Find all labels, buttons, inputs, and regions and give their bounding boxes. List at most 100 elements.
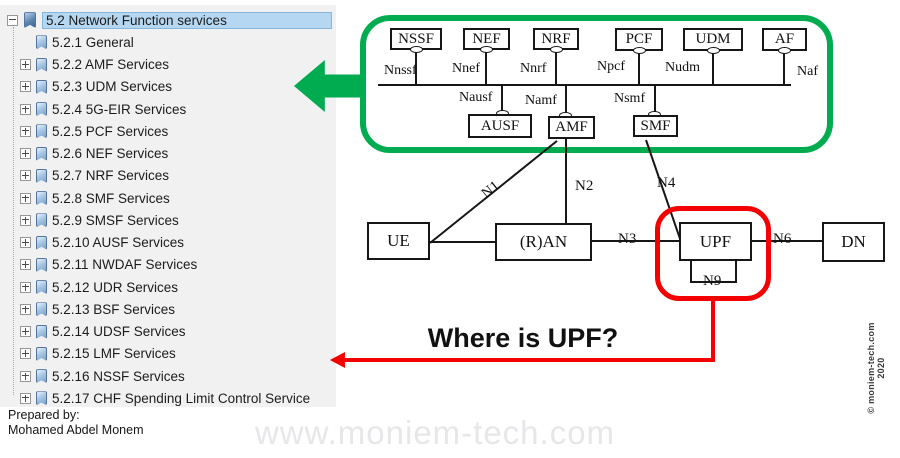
nrf-port-ellipse xyxy=(550,46,563,53)
tree-item[interactable]: 5.2.6 NEF Services xyxy=(0,143,336,165)
nssf-port-ellipse xyxy=(410,46,423,53)
tree-guide-line xyxy=(13,27,14,395)
bookmark-icon xyxy=(36,235,47,250)
expand-icon[interactable] xyxy=(20,326,31,338)
udm-port-ellipse xyxy=(707,47,720,54)
tree-item[interactable]: 5.2.5 PCF Services xyxy=(0,120,336,142)
ran-box: (R)AN xyxy=(495,223,592,261)
n9-label: N9 xyxy=(703,273,722,289)
n3-label: N3 xyxy=(618,231,637,247)
tree-item-label: 5.2.3 UDM Services xyxy=(52,79,173,95)
expand-icon[interactable] xyxy=(20,214,31,226)
pcf-connector-line xyxy=(638,51,640,84)
expand-icon[interactable] xyxy=(20,148,31,160)
expand-icon[interactable] xyxy=(20,103,31,115)
naf-label: Naf xyxy=(797,64,818,79)
bookmark-icon xyxy=(24,12,36,29)
bookmark-icon xyxy=(36,213,47,228)
red-callout-vertical-line xyxy=(711,300,715,360)
tree-item[interactable]: 5.2.2 AMF Services xyxy=(0,54,336,76)
tree-item-label: 5.2.5 PCF Services xyxy=(52,123,169,139)
expand-icon[interactable] xyxy=(20,59,31,71)
npcf-label: Npcf xyxy=(597,59,625,74)
ue-box: UE xyxy=(367,222,430,260)
question-text: Where is UPF? xyxy=(427,323,619,353)
af-port-ellipse xyxy=(778,47,791,54)
expand-icon[interactable] xyxy=(20,392,31,404)
tree-item-label: 5.2.2 AMF Services xyxy=(52,57,170,73)
n4-label: N4 xyxy=(657,175,676,191)
bookmark-icon xyxy=(36,369,47,384)
expand-icon[interactable] xyxy=(20,81,31,93)
expand-icon[interactable] xyxy=(20,370,31,382)
tree-item[interactable]: 5.2.7 NRF Services xyxy=(0,165,336,187)
af-connector-line xyxy=(783,51,785,84)
n9-loop-line xyxy=(690,261,737,283)
n2-link-line xyxy=(565,139,567,223)
tree-item[interactable]: 5.2.14 UDSF Services xyxy=(0,321,336,343)
tree-item[interactable]: 5.2.16 NSSF Services xyxy=(0,365,336,387)
upf-box: UPF xyxy=(679,222,752,261)
tree-item-label: 5.2.17 CHF Spending Limit Control Servic… xyxy=(52,390,311,406)
ausf-connector-line xyxy=(501,85,503,113)
tree-item[interactable]: 5.2.3 UDM Services xyxy=(0,76,336,98)
tree-item-label: 5.2.12 UDR Services xyxy=(52,279,179,295)
tree-item-label: 5.2.14 UDSF Services xyxy=(52,324,186,340)
bookmarks-panel: 5.2 Network Function services 5.2.1 Gene… xyxy=(0,5,336,407)
ue-ran-link-line xyxy=(430,241,495,243)
bookmark-icon xyxy=(36,124,47,139)
amf-box: AMF xyxy=(548,116,595,139)
pcf-port-ellipse xyxy=(633,47,646,54)
nrf-connector-line xyxy=(555,50,557,84)
tree-item-label: 5.2.7 NRF Services xyxy=(52,168,170,184)
expand-icon[interactable] xyxy=(20,125,31,137)
prepared-by-block: Prepared by: Mohamed Abdel Monem xyxy=(8,408,144,438)
tree-item[interactable]: 5.2.11 NWDAF Services xyxy=(0,254,336,276)
tree-item[interactable]: 5.2.15 LMF Services xyxy=(0,343,336,365)
prepared-by-label: Prepared by: xyxy=(8,408,80,422)
n3-link-line xyxy=(592,240,679,242)
watermark-text: www.moniem-tech.com xyxy=(254,414,616,451)
expand-icon[interactable] xyxy=(20,170,31,182)
bookmark-icon xyxy=(36,79,47,94)
tree-item[interactable]: 5.2.1 General xyxy=(0,31,336,53)
nudm-label: Nudm xyxy=(665,60,700,75)
expand-icon[interactable] xyxy=(20,259,31,271)
expand-icon[interactable] xyxy=(20,237,31,249)
tree-item-label-selected[interactable]: 5.2 Network Function services xyxy=(42,11,332,29)
bookmark-icon xyxy=(36,324,47,339)
expand-icon[interactable] xyxy=(20,281,31,293)
expand-icon[interactable] xyxy=(20,348,31,360)
copyright-vertical-text: © moniem-tech.com 2020 xyxy=(866,322,886,414)
nef-connector-line xyxy=(485,50,487,84)
tree-item[interactable]: 5.2.9 SMSF Services xyxy=(0,209,336,231)
tree-item-root[interactable]: 5.2 Network Function services xyxy=(0,9,336,31)
tree-item-label: 5.2.11 NWDAF Services xyxy=(52,257,198,273)
tree-item[interactable]: 5.2.13 BSF Services xyxy=(0,298,336,320)
nssf-box: NSSF xyxy=(390,28,442,50)
tree-item-label: 5.2.8 SMF Services xyxy=(52,190,170,206)
smf-connector-line xyxy=(654,85,656,113)
tree-item[interactable]: 5.2.10 AUSF Services xyxy=(0,232,336,254)
collapse-icon[interactable] xyxy=(7,14,18,26)
nssf-connector-line xyxy=(415,50,417,84)
tree-item-label: 5.2.6 NEF Services xyxy=(52,146,169,162)
tree-item[interactable]: 5.2.12 UDR Services xyxy=(0,276,336,298)
tree-item-label: 5.2.10 AUSF Services xyxy=(52,235,185,251)
nsmf-label: Nsmf xyxy=(614,91,646,106)
tree-item-label: 5.2.4 5G-EIR Services xyxy=(52,101,187,117)
tree-item[interactable]: 5.2.8 SMF Services xyxy=(0,187,336,209)
nef-box: NEF xyxy=(463,28,510,50)
nef-port-ellipse xyxy=(480,46,493,53)
tree-item[interactable]: 5.2.17 CHF Spending Limit Control Servic… xyxy=(0,387,336,409)
tree-item-label: 5.2.15 LMF Services xyxy=(52,346,176,362)
ausf-box: AUSF xyxy=(468,114,532,138)
n6-link-line xyxy=(752,240,822,242)
smf-box: SMF xyxy=(633,115,678,137)
tree-item[interactable]: 5.2.4 5G-EIR Services xyxy=(0,98,336,120)
expand-icon[interactable] xyxy=(20,192,31,204)
bookmark-icon xyxy=(36,280,47,295)
expand-icon[interactable] xyxy=(20,303,31,315)
red-arrowhead-icon xyxy=(330,352,345,368)
